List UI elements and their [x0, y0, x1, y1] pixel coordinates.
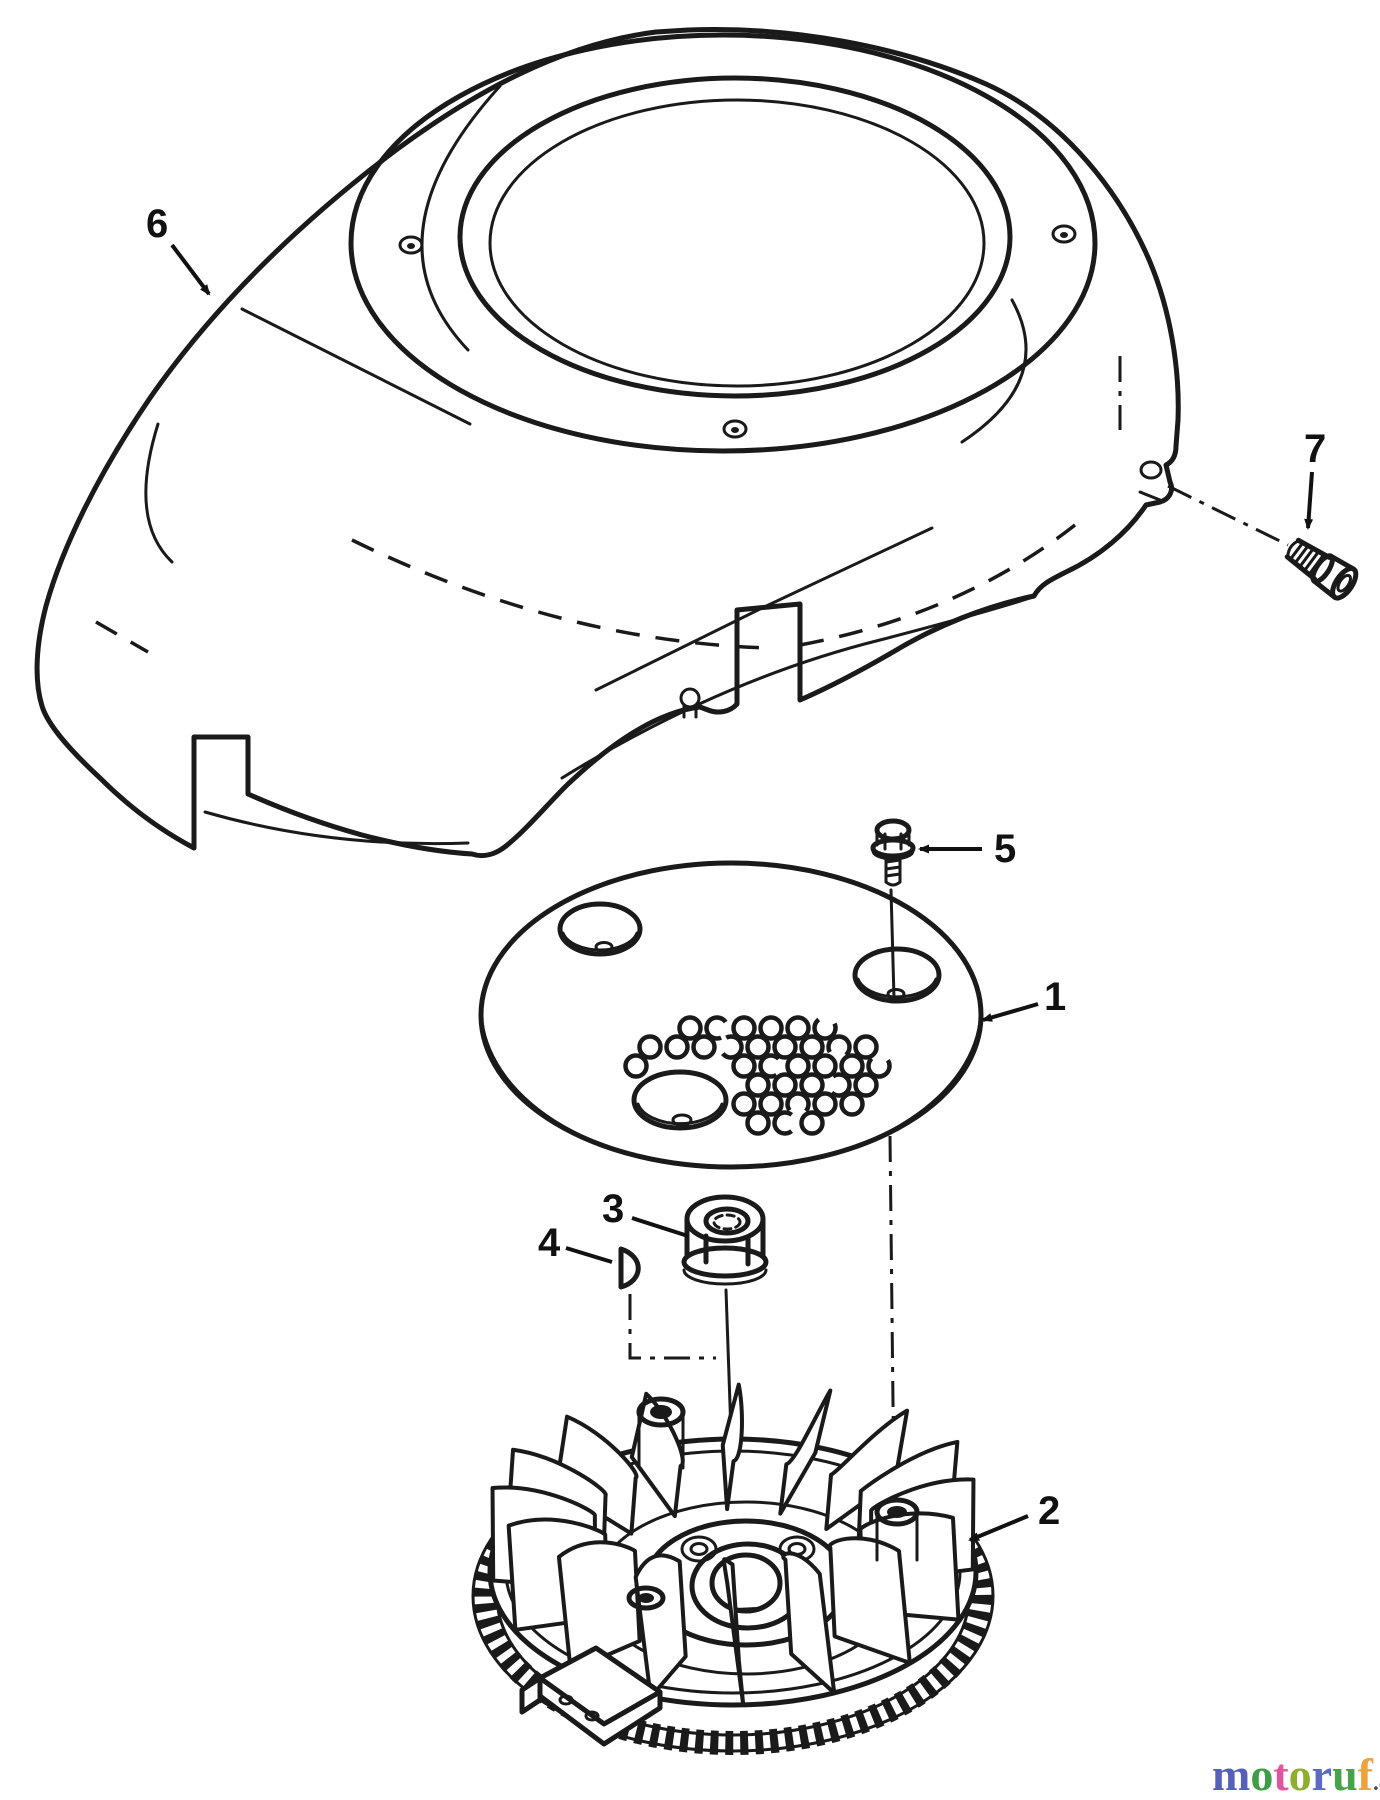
- part-label-5: 5: [994, 827, 1016, 871]
- watermark-logo: motoruf.de: [1212, 1749, 1380, 1800]
- bolt-axis-upper: [889, 888, 896, 1000]
- housing-fold-arc-left: [144, 422, 174, 564]
- leader-line-3: [631, 1216, 689, 1238]
- plate-hole-right: [852, 946, 942, 1004]
- leader-line-7: [1304, 471, 1314, 530]
- magnet-block: [519, 1645, 663, 1747]
- housing-hem-line: [203, 810, 470, 846]
- housing-screw: [1284, 537, 1359, 601]
- leader-dashdot-7: [1167, 484, 1289, 547]
- housing-outline: [34, 27, 1181, 859]
- plate-bolt: [870, 818, 916, 887]
- housing-crease-v: [594, 526, 934, 692]
- flange-nut: [681, 1194, 769, 1286]
- housing-dashed-contour-right: [799, 523, 1077, 647]
- leader-line-4: [565, 1246, 613, 1264]
- housing-bottom-inner-line: [560, 596, 1032, 780]
- housing-opening-inner: [488, 98, 986, 388]
- watermark-suffix: .de: [1373, 1770, 1380, 1795]
- housing-dimple-right: [1051, 224, 1077, 244]
- leader-line-2: [968, 1514, 1029, 1542]
- woodruff-key: [618, 1246, 641, 1290]
- keyway-notch: [736, 1607, 757, 1613]
- fan-blades: [490, 1382, 976, 1707]
- boss-left: [626, 1585, 666, 1611]
- part-label-3: 3: [602, 1187, 624, 1231]
- housing-flange-ring: [348, 32, 1098, 454]
- housing-peg: [679, 687, 701, 719]
- housing-dashed-contour-left: [351, 538, 771, 650]
- housing-fold-arc-right: [960, 298, 1028, 444]
- part-label-7: 7: [1304, 427, 1326, 471]
- housing-crease: [240, 307, 472, 426]
- housing-fold-arc: [420, 84, 502, 352]
- boss-back: [636, 1396, 686, 1470]
- flywheel: [471, 1382, 995, 1755]
- boss-right: [874, 1497, 920, 1562]
- leader-line-6: [170, 243, 211, 296]
- blower-housing: [34, 27, 1181, 859]
- housing-dash-left: [95, 620, 149, 654]
- key-axis: [628, 1294, 716, 1360]
- callouts: 6 7 5 1 3 4 2: [146, 202, 1326, 1542]
- plate-hole-bottom: [631, 1069, 729, 1131]
- housing-dimple-bottom: [722, 419, 748, 439]
- housing-dimple-left: [398, 235, 424, 255]
- housing-opening-outer: [457, 75, 1013, 399]
- plate-perforations: [623, 1015, 892, 1136]
- part-label-2: 2: [1038, 1489, 1060, 1533]
- screen-plate: [478, 860, 984, 1170]
- part-label-1: 1: [1044, 975, 1066, 1019]
- plate-thickness-lip: [480, 1020, 982, 1170]
- housing-screw-tab: [1138, 460, 1163, 502]
- part-label-4: 4: [538, 1221, 561, 1265]
- plate-hole-topleft: [557, 901, 643, 957]
- leader-line-1: [981, 1002, 1039, 1022]
- part-label-6: 6: [146, 202, 168, 246]
